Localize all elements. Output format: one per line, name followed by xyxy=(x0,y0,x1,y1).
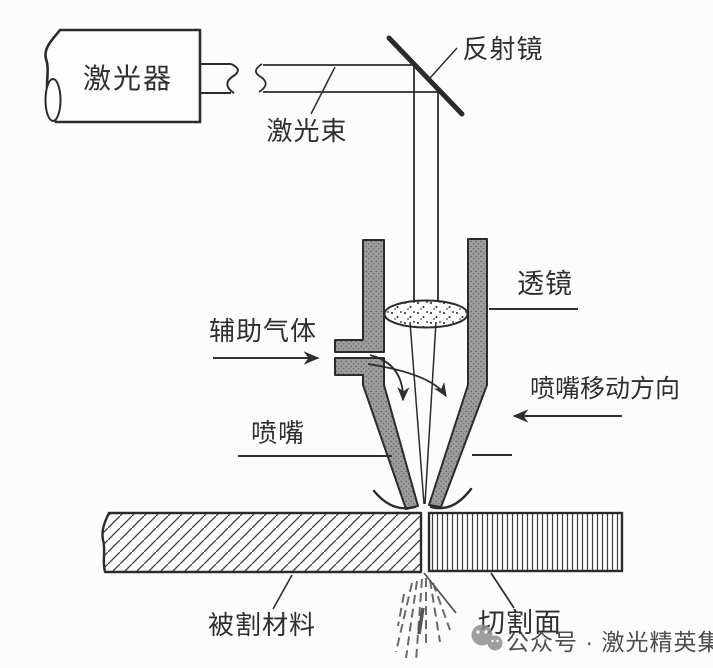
laser-beam-vertical xyxy=(413,64,439,303)
label-nozzle: 喷嘴 xyxy=(251,418,305,448)
wechat-icon xyxy=(471,624,503,651)
spray-solid-line xyxy=(423,572,457,614)
label-laser-beam: 激光束 xyxy=(266,116,347,146)
focusing-lens xyxy=(383,299,469,329)
laser-output-tube xyxy=(200,63,239,94)
converging-beam xyxy=(409,321,437,505)
label-cut-material: 被割材料 xyxy=(208,610,316,640)
workpiece-slab xyxy=(101,511,423,574)
reflector-mirror xyxy=(386,35,465,117)
laser-source-body xyxy=(44,28,202,124)
workpiece-leader-line xyxy=(272,574,293,610)
nozzle-leader-line xyxy=(238,454,512,457)
watermark-text: 公众号 · 激光精英集 xyxy=(506,629,713,655)
spark-spray xyxy=(395,578,451,662)
nozzle-wall-lower-left xyxy=(334,357,419,510)
cut-surface-leader-line xyxy=(490,572,515,609)
cylinder-break-ellipse xyxy=(44,78,62,122)
label-assist-gas: 辅助气体 xyxy=(209,316,317,346)
nozzle-tip-flares xyxy=(372,487,473,510)
label-nozzle-move-direction: 喷嘴移动方向 xyxy=(530,375,680,403)
label-lens: 透镜 xyxy=(517,269,573,299)
nozzle-wall-upper-left xyxy=(334,239,385,353)
gas-flow-arrows xyxy=(367,354,447,402)
label-laser-source: 激光器 xyxy=(83,63,173,94)
watermark: 公众号 · 激光精英集 xyxy=(471,624,713,655)
mirror-leader-line xyxy=(429,47,458,79)
spray-thick-dash xyxy=(417,607,425,635)
label-reflector-mirror: 反射镜 xyxy=(462,34,543,64)
laser-beam-horizontal xyxy=(254,63,438,93)
beam-leader-line xyxy=(310,66,336,115)
cut-surface-slab xyxy=(427,511,624,573)
